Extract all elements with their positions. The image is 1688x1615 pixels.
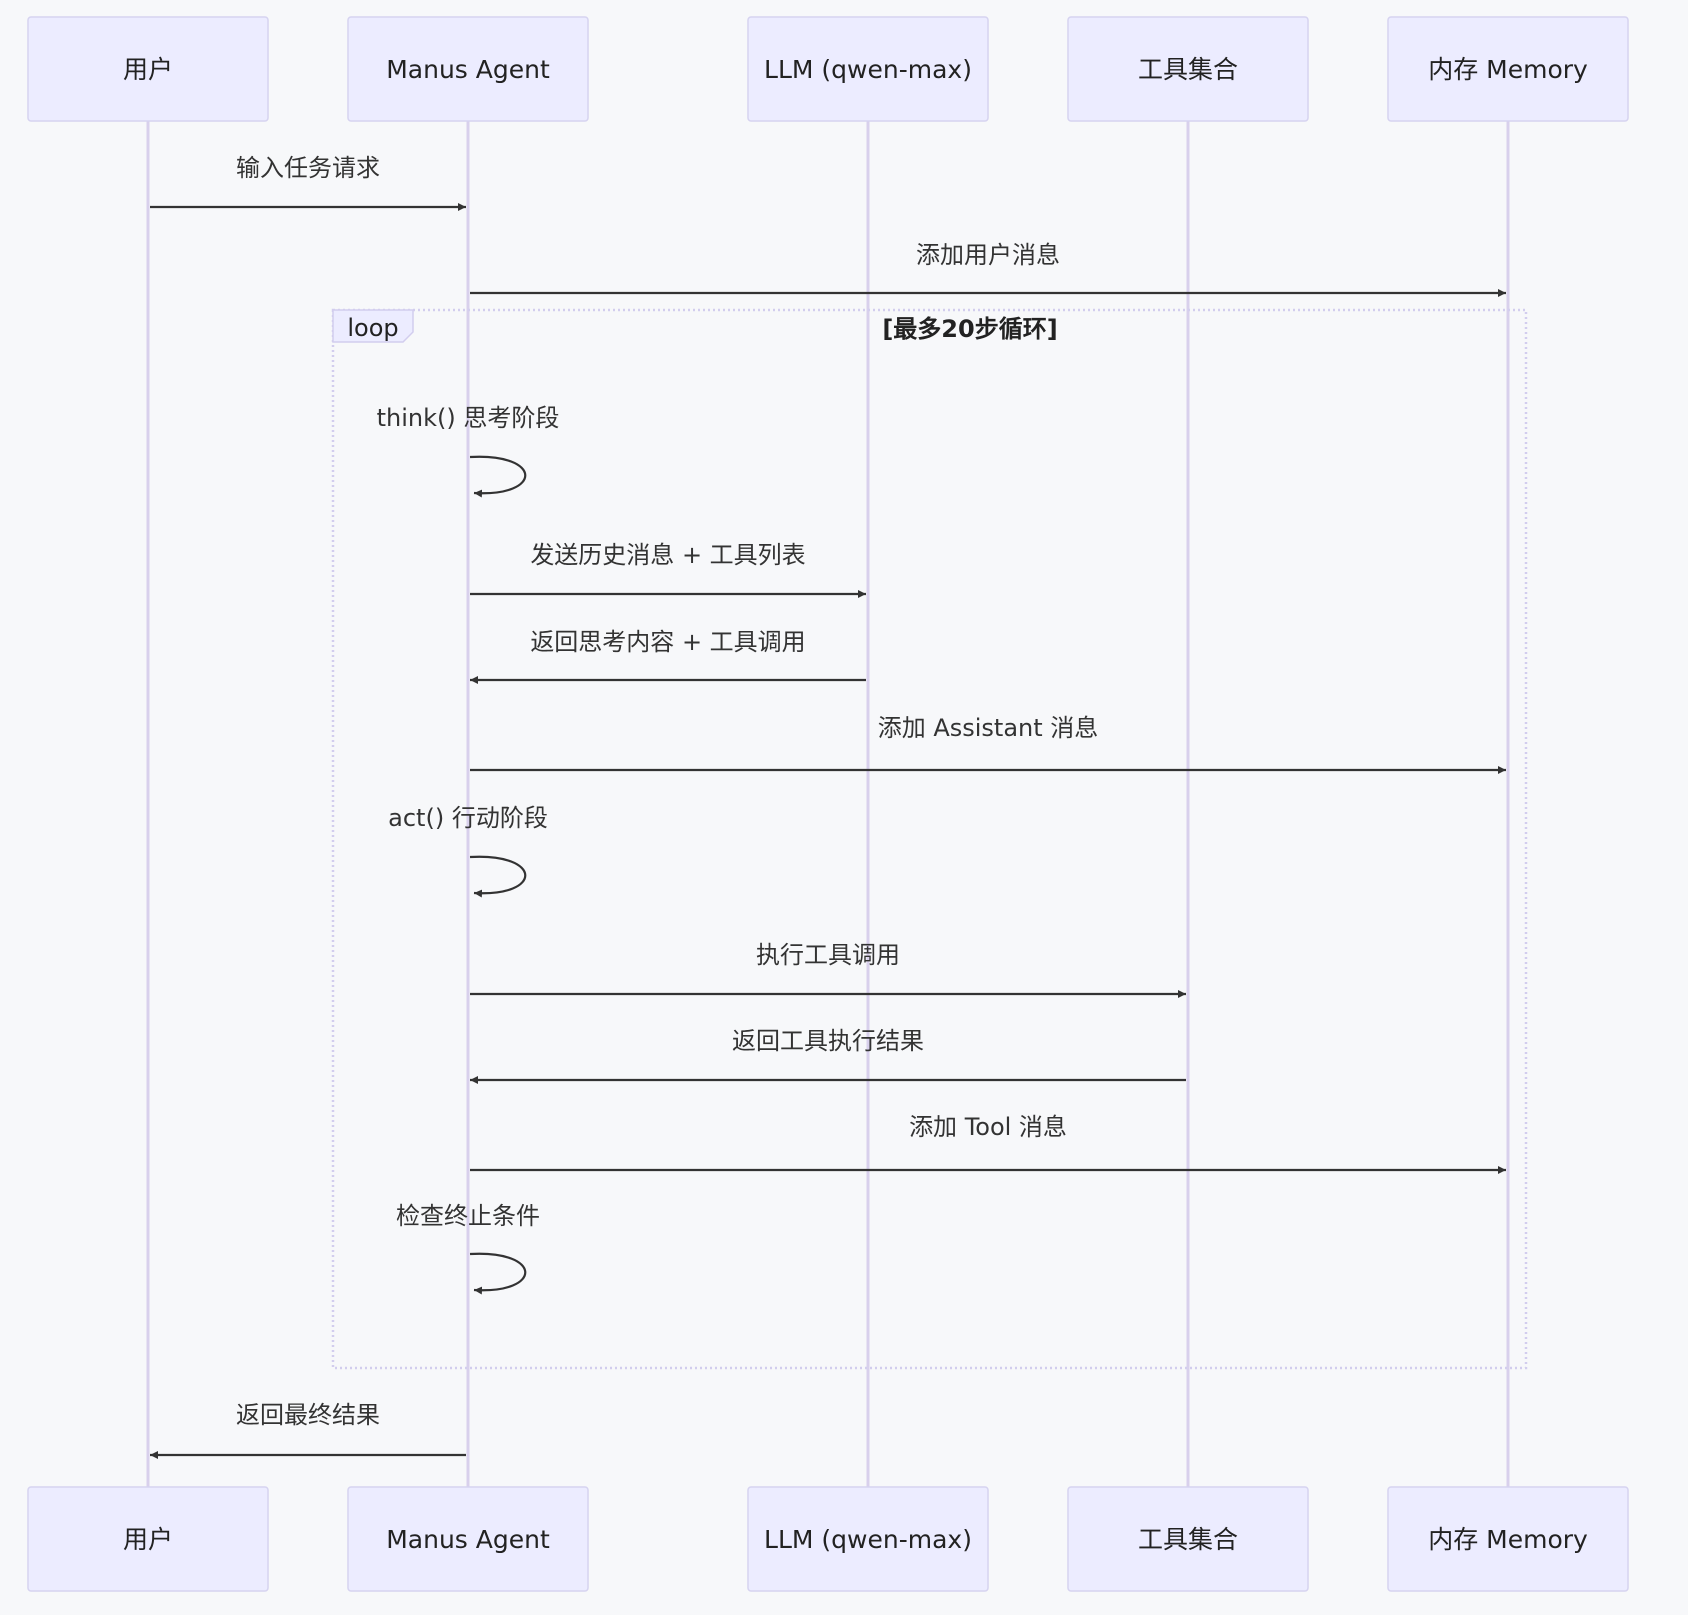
participant-llm-top: LLM (qwen-max): [747, 16, 989, 122]
self-message-arrow: [469, 1252, 527, 1295]
participant-tools-bottom: 工具集合: [1067, 1486, 1309, 1592]
participant-label: 内存 Memory: [1428, 1525, 1588, 1554]
message-11: 检查终止条件: [396, 1202, 540, 1295]
participant-memory-bottom: 内存 Memory: [1387, 1486, 1629, 1592]
participant-box: [1387, 16, 1629, 122]
message-label: 返回思考内容 + 工具调用: [530, 628, 805, 656]
participant-memory-top: 内存 Memory: [1387, 16, 1629, 122]
participant-box: [747, 1486, 989, 1592]
participant-user-top: 用户: [27, 16, 269, 122]
message-8: 执行工具调用: [470, 941, 1186, 998]
participants-bottom: 用户 Manus Agent LLM (qwen-max) 工具集合 内存 Memory: [27, 1486, 1629, 1592]
participant-agent-top: Manus Agent: [347, 16, 589, 122]
participant-label: 用户: [123, 1525, 173, 1554]
lifelines: [146, 121, 1510, 1487]
self-message-arrow: [469, 855, 527, 898]
loop-condition: [最多20步循环]: [882, 315, 1057, 343]
message-10: 添加 Tool 消息: [470, 1113, 1506, 1174]
participant-label: Manus Agent: [386, 55, 550, 84]
message-label: 检查终止条件: [396, 1202, 540, 1230]
message-label: 返回最终结果: [236, 1401, 380, 1429]
message-label: 返回工具执行结果: [732, 1027, 924, 1055]
participant-label: 内存 Memory: [1428, 55, 1588, 84]
participants-top: 用户 Manus Agent LLM (qwen-max) 工具集合 内存 Memory: [27, 16, 1629, 122]
participant-box: [27, 16, 269, 122]
message-label: 添加用户消息: [916, 241, 1060, 269]
participant-box: [347, 16, 589, 122]
loop-frame-border: [331, 308, 1528, 1370]
message-label: 添加 Assistant 消息: [878, 714, 1099, 742]
participant-label: LLM (qwen-max): [764, 55, 972, 84]
participant-box: [1387, 1486, 1629, 1592]
message-12: 返回最终结果: [150, 1401, 466, 1459]
message-2: 添加用户消息: [470, 241, 1506, 297]
participant-box: [1067, 16, 1309, 122]
message-label: 添加 Tool 消息: [909, 1113, 1067, 1141]
self-message-arrow: [469, 455, 527, 498]
participant-user-bottom: 用户: [27, 1486, 269, 1592]
loop-frame: loop [最多20步循环]: [331, 308, 1528, 1370]
message-4: 发送历史消息 + 工具列表: [470, 541, 866, 598]
participant-llm-bottom: LLM (qwen-max): [747, 1486, 989, 1592]
participant-box: [347, 1486, 589, 1592]
participant-label: 工具集合: [1138, 1525, 1238, 1554]
participant-tools-top: 工具集合: [1067, 16, 1309, 122]
participant-agent-bottom: Manus Agent: [347, 1486, 589, 1592]
loop-label-tab: [332, 309, 414, 343]
participant-label: LLM (qwen-max): [764, 1525, 972, 1554]
message-5: 返回思考内容 + 工具调用: [470, 628, 866, 684]
participant-box: [27, 1486, 269, 1592]
participant-box: [1067, 1486, 1309, 1592]
message-3: think() 思考阶段: [377, 404, 560, 498]
message-label: act() 行动阶段: [388, 804, 548, 832]
message-label: think() 思考阶段: [377, 404, 560, 432]
message-7: act() 行动阶段: [388, 804, 548, 898]
message-label: 输入任务请求: [236, 154, 380, 182]
participant-label: Manus Agent: [386, 1525, 550, 1554]
message-label: 执行工具调用: [756, 941, 900, 969]
participant-label: 工具集合: [1138, 55, 1238, 84]
message-9: 返回工具执行结果: [470, 1027, 1186, 1084]
message-label: 发送历史消息 + 工具列表: [530, 541, 805, 569]
loop-label: loop: [347, 314, 398, 342]
message-6: 添加 Assistant 消息: [470, 714, 1506, 774]
participant-label: 用户: [123, 55, 173, 84]
message-1: 输入任务请求: [150, 154, 466, 211]
participant-box: [747, 16, 989, 122]
